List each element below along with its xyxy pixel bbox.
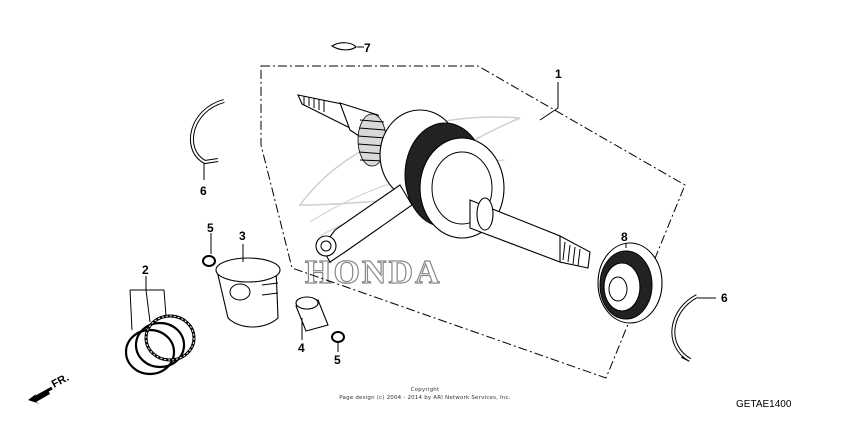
callout-7: 7 xyxy=(364,41,371,55)
copyright-line-1: Copyright xyxy=(410,387,440,393)
reference-code: GETAE1400 xyxy=(736,399,792,410)
crankshaft-drawing xyxy=(297,94,591,269)
leader-lines xyxy=(129,46,716,352)
callout-2: 2 xyxy=(142,263,149,277)
honda-watermark-text: HONDA xyxy=(305,254,442,291)
piston-drawing xyxy=(215,257,281,328)
callout-6-right: 6 xyxy=(721,291,728,305)
circlip-right-drawing xyxy=(671,294,699,362)
key-drawing xyxy=(330,42,357,51)
callout-8: 8 xyxy=(621,230,628,244)
callout-3: 3 xyxy=(239,229,246,243)
piston-rings-drawing xyxy=(124,314,196,376)
piston-pin-drawing xyxy=(295,296,329,332)
callout-6-left: 6 xyxy=(200,184,207,198)
front-direction-arrow xyxy=(28,386,53,404)
circlip-left-drawing xyxy=(189,99,225,165)
callout-5-lower: 5 xyxy=(334,353,341,367)
pin-clip-lower-drawing xyxy=(331,331,345,343)
callout-1: 1 xyxy=(555,67,562,81)
pin-clip-upper-drawing xyxy=(202,255,216,267)
callout-5-upper: 5 xyxy=(207,221,214,235)
copyright-line-2: Page design (c) 2004 - 2014 by ARI Netwo… xyxy=(339,395,511,401)
bearing-drawing xyxy=(597,242,663,324)
crankshaft-assembly-boundary xyxy=(260,65,686,379)
callout-4: 4 xyxy=(298,341,305,355)
